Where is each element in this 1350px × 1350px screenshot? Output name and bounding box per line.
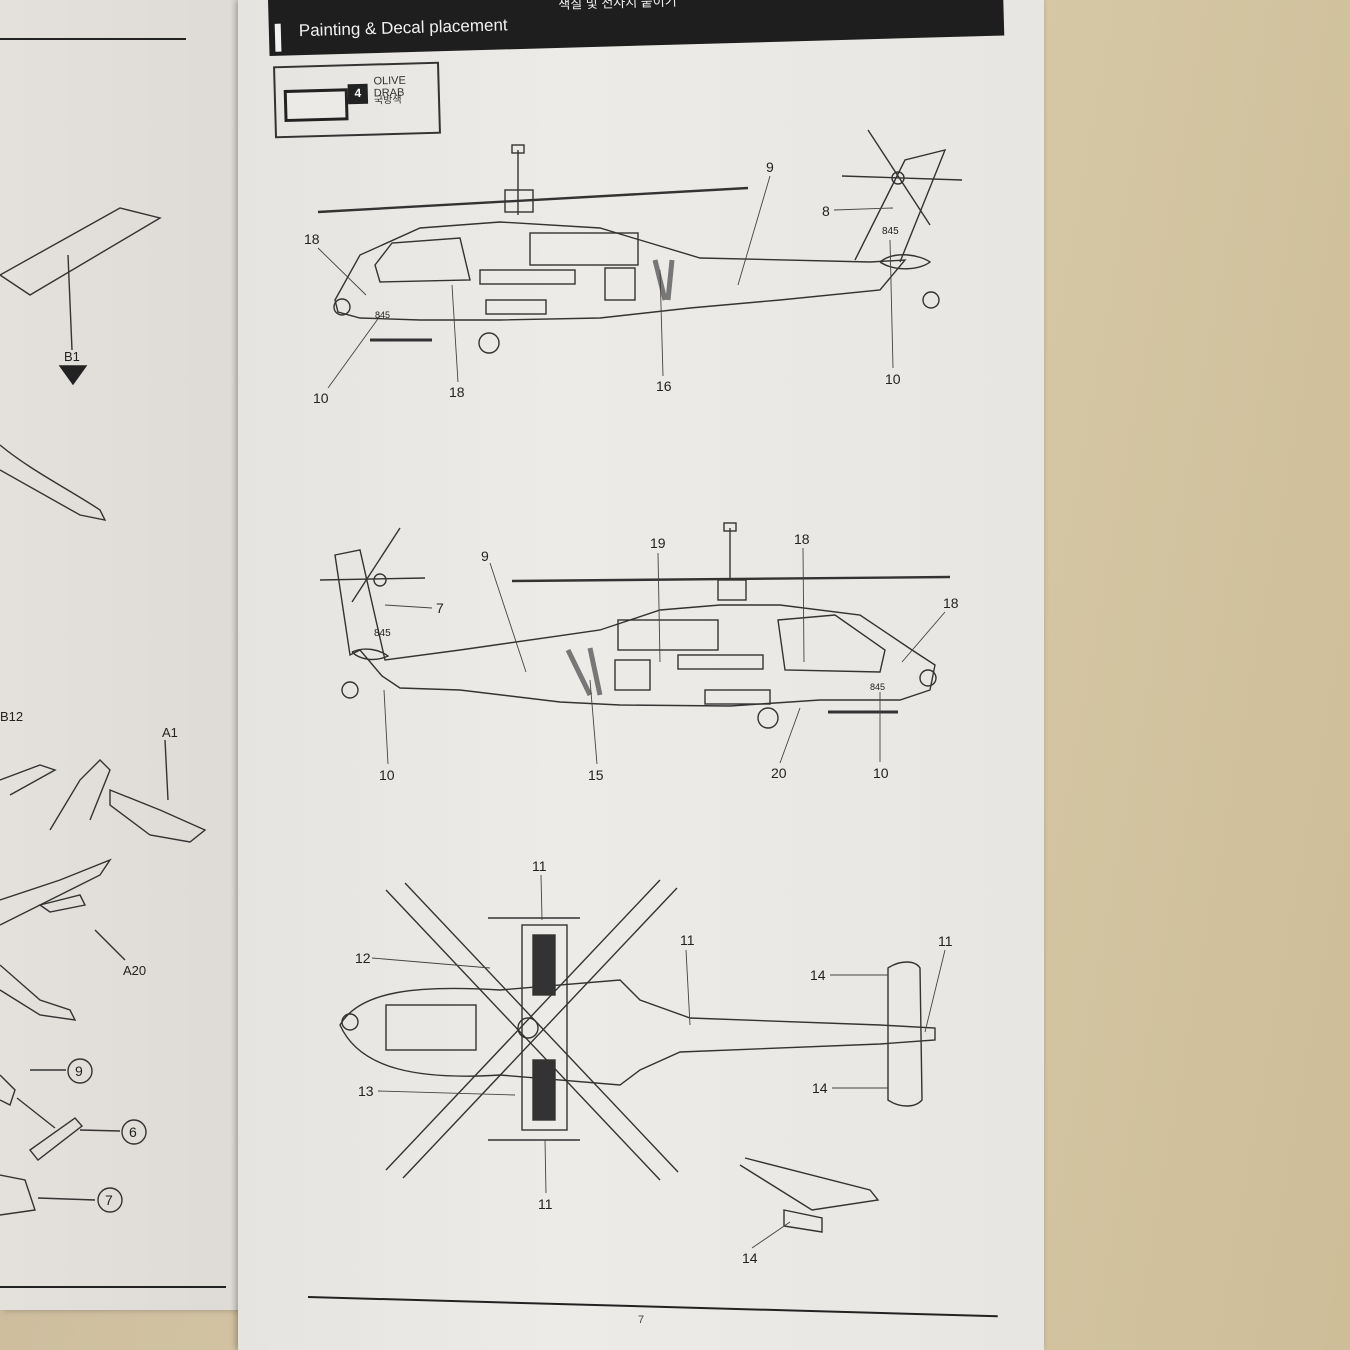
callout: 10 [379, 767, 395, 783]
callout: 16 [656, 378, 672, 394]
instruction-page [238, 0, 1044, 1350]
callout: 18 [943, 595, 959, 611]
left-top-rule [0, 38, 186, 40]
callout: 12 [355, 950, 371, 966]
nose-number-decal: 845 [375, 310, 390, 320]
side-view-left-callouts: 9 7 19 18 18 10 15 20 10 845 845 [374, 531, 959, 783]
part-label: B1 [64, 349, 80, 364]
tail-number-decal: 845 [882, 226, 899, 237]
top-view-callouts: 11 11 11 12 13 14 14 11 14 [355, 858, 953, 1266]
part-label: A1 [162, 725, 178, 740]
callout: 9 [766, 159, 774, 175]
callout: 18 [304, 231, 320, 247]
callout: 10 [885, 371, 901, 387]
callout: 11 [680, 932, 695, 948]
callout: 15 [588, 767, 604, 783]
left-instruction-page [0, 0, 245, 1310]
left-page-labels: B1 1 B12 A1 A20 9 6 7 [0, 349, 178, 1208]
callout: 19 [650, 535, 666, 551]
callout: 8 [822, 203, 830, 219]
callout: 11 [938, 933, 953, 949]
left-page-drawing [0, 207, 207, 1216]
callout: 9 [481, 548, 489, 564]
callout: 10 [313, 390, 329, 406]
part-label: 1 [69, 372, 75, 383]
callout: 11 [532, 858, 547, 874]
callout: 11 [538, 1196, 553, 1212]
callout: 13 [358, 1083, 374, 1099]
step-number: 7 [105, 1192, 113, 1208]
page-number: 7 [638, 1314, 645, 1326]
nose-number-decal: 845 [870, 682, 885, 692]
callout: 14 [742, 1250, 758, 1266]
step-number: 9 [75, 1063, 83, 1079]
top-view-drawing [339, 879, 936, 1233]
step-circles [67, 1058, 147, 1213]
part-label: B12 [0, 709, 23, 724]
callout: 7 [436, 600, 444, 616]
left-bottom-rule [0, 1286, 226, 1288]
callout-leader-lines [317, 175, 946, 1249]
side-view-right-callouts: 9 8 18 10 18 16 10 845 845 [304, 159, 901, 406]
callout: 18 [449, 384, 465, 400]
step-number: 6 [129, 1124, 137, 1140]
callout: 14 [810, 967, 826, 983]
part-label: A20 [123, 963, 146, 978]
callout: 14 [812, 1080, 828, 1096]
callout: 18 [794, 531, 810, 547]
callout: 20 [771, 765, 787, 781]
tail-number-decal: 845 [374, 628, 391, 639]
callout: 10 [873, 765, 889, 781]
left-arrow-icon [58, 365, 88, 386]
side-view-right-drawing [317, 129, 963, 354]
side-view-left-drawing [319, 522, 951, 729]
